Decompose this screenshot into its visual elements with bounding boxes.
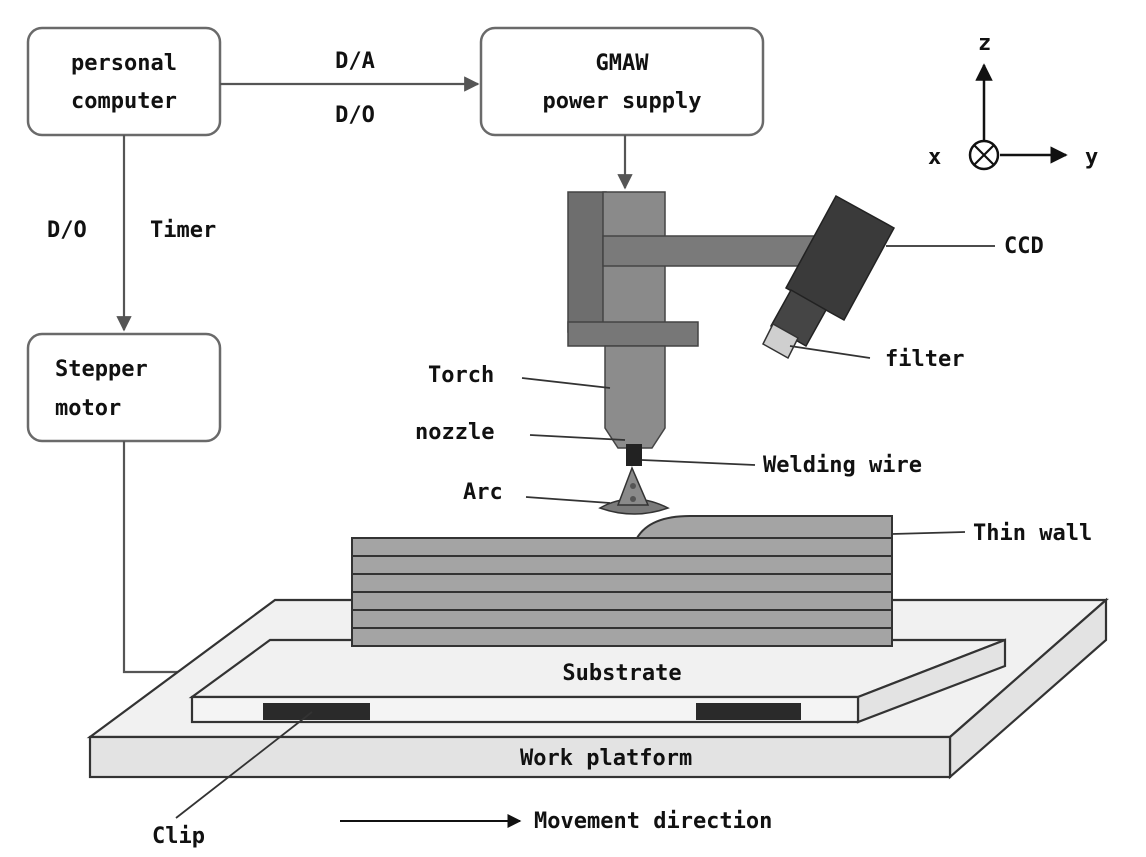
stepper-to-platform-arrow [122,441,207,680]
gmaw-label-line2: power supply [543,89,702,114]
welding-wire-leader-line [641,459,756,466]
filter-element [762,322,799,360]
stepper-label-line2: motor [55,396,121,421]
signal-timer-label: Timer [150,218,216,243]
nozzle-label: nozzle [415,420,494,445]
personal-computer-block: personal computer [26,26,222,137]
torch-assembly [567,191,834,515]
arc-leader-line [525,496,611,504]
thin-wall-label: Thin wall [973,521,1092,546]
camera-mount-arm [602,235,834,267]
stepper-label-line1: Stepper [55,357,148,382]
clip-left [263,703,370,720]
torch-leader-line [521,377,611,389]
substrate-plate [188,638,1007,724]
torch-body [604,345,666,449]
signal-do-left-label: D/O [47,218,87,243]
welding-wire-tip [626,444,642,466]
top-layer-bead [352,515,893,539]
pc-label-line2: computer [71,89,177,114]
clip-right [696,703,801,720]
nozzle-leader-line [529,434,626,441]
ccd-label: CCD [1004,234,1044,259]
thin-wall-layers [351,515,893,647]
movement-direction-label: Movement direction [534,809,772,834]
axis-y-label: y [1085,145,1098,170]
pc-label-line1: personal [71,51,177,76]
filter-label: filter [885,347,964,372]
signal-da-label: D/A [335,49,375,74]
stepper-motor-block: Stepper motor [26,332,222,443]
coordinate-axes: z x y [928,31,1098,171]
clip-leader-line [175,711,313,819]
gmaw-power-supply-block: GMAW power supply [479,26,765,137]
gmaw-label-line1: GMAW [596,51,650,76]
ccd-camera [762,194,896,360]
clip-label: Clip [152,824,205,849]
work-platform-label: Work platform [520,746,692,771]
axis-x-label: x [928,145,941,170]
arc-label: Arc [463,480,503,505]
torch-label: Torch [428,363,494,388]
axis-z-label: z [978,31,991,56]
signal-do-top-label: D/O [335,103,375,128]
welding-wire-label: Welding wire [763,453,922,478]
substrate-label: Substrate [562,661,681,686]
filter-leader-line [789,345,871,359]
thin-wall-leader-line [891,531,966,535]
